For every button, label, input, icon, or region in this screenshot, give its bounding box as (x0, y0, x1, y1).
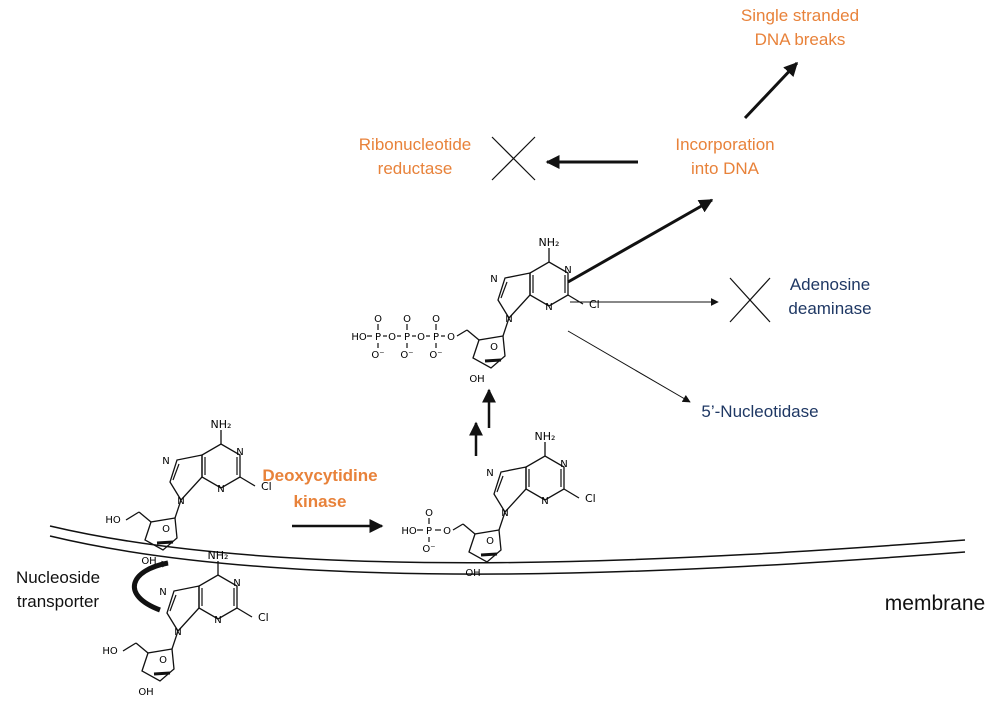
arrow-nucleoside-transport (131, 560, 169, 613)
label-nucleoside-transporter: Nucleoside transporter (0, 566, 116, 614)
svg-text:O: O (490, 342, 498, 353)
svg-text:O: O (425, 508, 433, 519)
svg-text:NH₂: NH₂ (535, 430, 556, 443)
label-incorporation-into-dna: Incorporation into DNA (645, 133, 805, 181)
svg-text:P: P (426, 526, 432, 537)
transporter-line-1: Nucleoside (15, 568, 101, 587)
label-single-stranded-dna-breaks: Single stranded DNA breaks (720, 4, 880, 52)
ssb-line-2: DNA breaks (754, 30, 846, 49)
rnr-line-2: reductase (377, 159, 453, 178)
svg-text:N: N (545, 302, 552, 313)
svg-text:Cl: Cl (585, 492, 596, 505)
cladribine-monophosphate: NH₂ N N N N Cl O OH O P O O⁻ HO (401, 430, 595, 579)
svg-text:Cl: Cl (589, 298, 600, 311)
svg-text:N: N (233, 578, 240, 589)
svg-text:HO: HO (351, 332, 367, 343)
svg-text:O: O (159, 655, 167, 666)
svg-text:N: N (560, 459, 567, 470)
label-membrane: membrane (884, 592, 986, 615)
svg-text:P: P (375, 332, 381, 343)
svg-text:NH₂: NH₂ (208, 549, 229, 562)
svg-text:N: N (501, 508, 508, 519)
svg-text:N: N (564, 265, 571, 276)
ada-line-1: Adenosine (789, 275, 871, 294)
svg-text:O⁻: O⁻ (429, 350, 442, 361)
svg-text:N: N (505, 314, 512, 325)
svg-text:P: P (404, 332, 410, 343)
svg-text:P: P (433, 332, 439, 343)
svg-text:O: O (403, 314, 411, 325)
svg-text:O: O (447, 332, 455, 343)
svg-text:Cl: Cl (258, 611, 269, 624)
svg-text:Cl: Cl (261, 480, 272, 493)
svg-text:N: N (159, 587, 166, 598)
ada-line-2: deaminase (788, 299, 872, 318)
dck-line-1: Deoxycytidine (262, 466, 378, 485)
svg-text:N: N (174, 627, 181, 638)
label-deoxycytidine-kinase: Deoxycytidine kinase (240, 463, 400, 515)
svg-text:N: N (217, 484, 224, 495)
cross-ada-inhibited (729, 277, 771, 323)
svg-text:O: O (486, 536, 494, 547)
svg-text:N: N (541, 496, 548, 507)
rnr-line-1: Ribonucleotide (358, 135, 472, 154)
dck-line-2: kinase (293, 492, 347, 511)
cladribine-triphosphate: NH₂ N N N N Cl O OH O P O O⁻ O P O O⁻ O … (351, 236, 599, 385)
svg-text:OH: OH (469, 374, 484, 385)
cross-rnr-inhibited (491, 136, 536, 181)
svg-text:N: N (490, 274, 497, 285)
transporter-line-2: transporter (16, 592, 100, 611)
svg-text:O⁻: O⁻ (371, 350, 384, 361)
cladribine-intracellular: NH₂ N N N N Cl O HO OH (105, 418, 271, 567)
svg-text:O⁻: O⁻ (400, 350, 413, 361)
svg-text:OH: OH (141, 556, 156, 567)
svg-text:N: N (236, 447, 243, 458)
svg-text:NH₂: NH₂ (539, 236, 560, 249)
label-adenosine-deaminase: Adenosine deaminase (770, 273, 890, 321)
svg-text:N: N (177, 496, 184, 507)
svg-text:O: O (443, 526, 451, 537)
arrow-incorporation-to-breaks (743, 61, 799, 120)
arrow-to-nucleotidase (567, 330, 691, 403)
svg-text:N: N (486, 468, 493, 479)
ssb-line-1: Single stranded (740, 6, 860, 25)
label-5-nucleotidase: 5’-Nucleotidase (701, 402, 819, 421)
svg-text:O: O (374, 314, 382, 325)
svg-text:O⁻: O⁻ (422, 544, 435, 555)
svg-text:OH: OH (465, 568, 480, 579)
svg-text:OH: OH (138, 687, 153, 698)
incorp-line-1: Incorporation (675, 135, 775, 154)
svg-text:NH₂: NH₂ (211, 418, 232, 431)
svg-text:O: O (388, 332, 396, 343)
incorp-line-2: into DNA (690, 159, 760, 178)
cladribine-extracellular: NH₂ N N N N Cl O HO OH (102, 549, 268, 698)
svg-text:HO: HO (401, 526, 417, 537)
svg-text:O: O (162, 524, 170, 535)
arrow-triphosphate-to-incorporation (567, 198, 714, 284)
svg-text:HO: HO (105, 515, 121, 526)
label-ribonucleotide-reductase: Ribonucleotide reductase (335, 133, 495, 181)
svg-text:N: N (214, 615, 221, 626)
svg-text:O: O (432, 314, 440, 325)
svg-text:O: O (417, 332, 425, 343)
svg-text:N: N (162, 456, 169, 467)
membrane (49, 525, 966, 575)
svg-text:HO: HO (102, 646, 118, 657)
